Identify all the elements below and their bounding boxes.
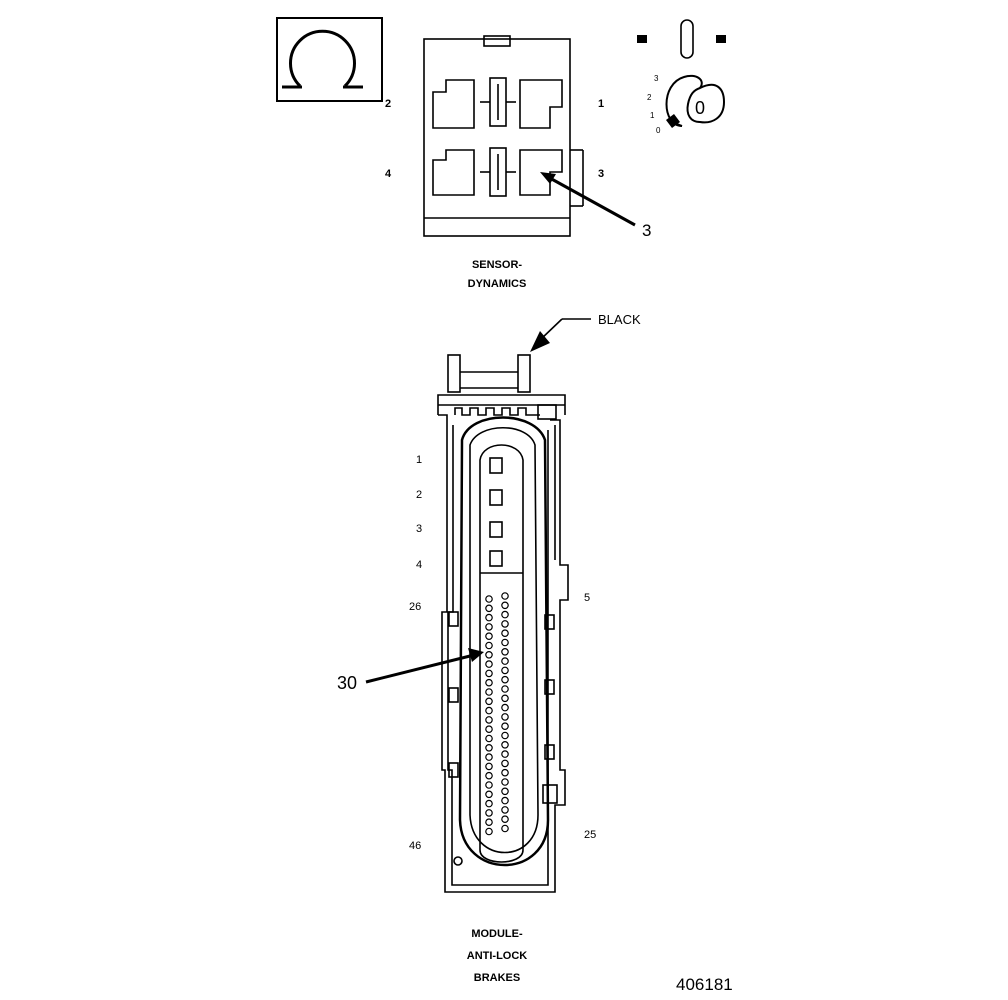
- sensor-callout-arrow: [540, 172, 636, 227]
- sensor-cavity-1: [519, 79, 563, 129]
- pin-cavity: [485, 623, 493, 631]
- pin-cavity: [501, 675, 509, 684]
- pin-cavity: [501, 806, 509, 814]
- sensor-title-line2: DYNAMICS: [468, 278, 527, 290]
- sensor-pin-3-label: 3: [598, 168, 604, 180]
- pin-cavity: [501, 703, 509, 712]
- pin-cavity: [485, 604, 493, 613]
- pin-cavity: [501, 657, 509, 665]
- pin-cavity: [485, 827, 493, 836]
- pin-cavity: [485, 688, 493, 696]
- pin-cavity: [501, 787, 509, 796]
- omega-resistance-icon: [276, 17, 383, 102]
- module-pin-46-label: 46: [409, 840, 421, 852]
- pin-cavity: [501, 722, 509, 731]
- pin-cavity: [485, 771, 493, 780]
- module-pin-26-label: 26: [409, 601, 421, 613]
- pin-cavity: [485, 790, 493, 799]
- pin-cavity-field: [485, 592, 509, 836]
- pin-cavity: [485, 669, 493, 678]
- sensor-title-line1: SENSOR-: [472, 259, 522, 271]
- module-pin-2-label: 2: [416, 489, 422, 501]
- pin-cavity: [485, 706, 493, 715]
- key-position-1: 1: [650, 111, 655, 120]
- pin-cavity: [485, 725, 493, 734]
- pin-cavity: [501, 740, 509, 749]
- module-pin-1-label: 1: [416, 454, 422, 466]
- pin-cavity: [501, 629, 509, 638]
- pin-cavity: [485, 595, 493, 603]
- pin-cavity: [501, 592, 509, 600]
- module-title-line1: MODULE-: [471, 928, 523, 940]
- module-pin-3-label: 3: [416, 523, 422, 535]
- pin-cavity: [501, 796, 509, 805]
- sensor-pin-2-label: 2: [385, 98, 391, 110]
- pin-cavity: [485, 799, 493, 808]
- ignition-key-icon: [637, 19, 726, 128]
- pin-cavity: [485, 716, 493, 724]
- pin-cavity: [485, 762, 493, 771]
- pin-cavity: [501, 731, 509, 740]
- module-pin-25-label: 25: [584, 829, 596, 841]
- pin-cavity: [485, 613, 493, 622]
- pin-cavity: [501, 666, 509, 675]
- sensor-cavity-4: [432, 149, 475, 196]
- pin-cavity: [485, 678, 493, 687]
- pin-cavity: [485, 734, 493, 743]
- sensor-pin-4-label: 4: [385, 168, 392, 180]
- key-position-2: 2: [647, 93, 652, 102]
- pin-cavity: [501, 759, 509, 768]
- module-anti-lock-brakes-connector: [437, 354, 569, 893]
- pin-cavity: [485, 632, 493, 641]
- sensor-cavity-2: [432, 79, 475, 129]
- figure-id: 406181: [676, 975, 733, 994]
- module-pin-4-label: 4: [416, 559, 422, 571]
- pin-cavity: [485, 743, 493, 752]
- pin-cavity: [485, 781, 493, 789]
- pin-cavity: [501, 815, 509, 824]
- pin-cavity: [501, 685, 509, 693]
- sensor-dynamics-connector: [423, 35, 584, 237]
- pin-cavity: [485, 641, 493, 650]
- pin-cavity: [501, 610, 509, 619]
- pin-cavity: [501, 824, 509, 833]
- pin-cavity: [501, 778, 509, 786]
- pin-cavity: [485, 650, 493, 659]
- module-callout-label: 30: [337, 673, 357, 693]
- key-label: 0: [695, 98, 705, 118]
- key-position-3: 3: [654, 74, 659, 83]
- key-position-0: 0: [656, 126, 661, 135]
- sensor-cavity-3: [519, 149, 563, 196]
- module-title-line3: BRAKES: [474, 972, 520, 984]
- pin-cavity: [501, 620, 509, 628]
- pin-cavity: [501, 601, 509, 610]
- pin-cavity: [485, 697, 493, 706]
- module-pin-5-label: 5: [584, 592, 590, 604]
- sensor-pin-1-label: 1: [598, 98, 604, 110]
- module-color-label: BLACK: [598, 312, 641, 327]
- pin-cavity: [501, 638, 509, 647]
- pin-cavity: [501, 768, 509, 777]
- pin-cavity: [501, 713, 509, 721]
- sensor-callout-label: 3: [642, 221, 651, 240]
- pin-cavity: [501, 750, 509, 758]
- pin-cavity: [485, 753, 493, 761]
- pin-cavity: [485, 809, 493, 817]
- module-callout-arrow: [365, 648, 484, 684]
- pin-cavity: [485, 818, 493, 827]
- module-title-line2: ANTI-LOCK: [467, 950, 528, 962]
- pin-cavity: [501, 694, 509, 703]
- black-color-callout-arrow: [530, 318, 591, 352]
- pin-cavity: [485, 660, 493, 668]
- pin-cavity: [501, 647, 509, 656]
